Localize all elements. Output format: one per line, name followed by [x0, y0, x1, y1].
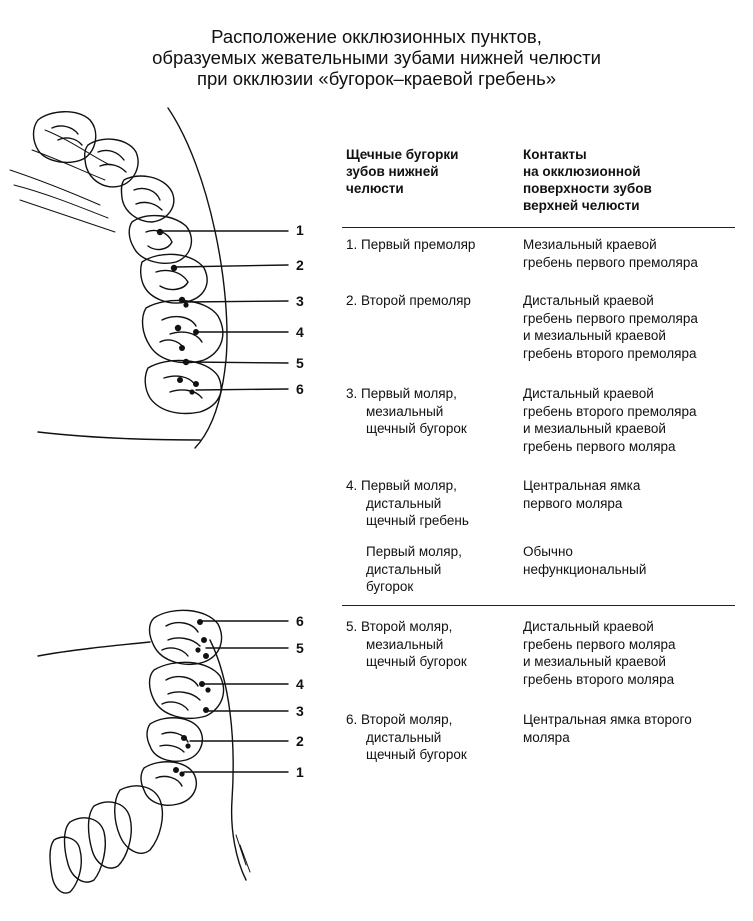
cell-line: гребень первого моляра [523, 636, 676, 652]
section-rule [342, 605, 735, 606]
header-col1-line: челюсти [346, 181, 404, 196]
header-col2-line: Контакты [523, 147, 587, 162]
cell-line: дистальный [366, 561, 442, 577]
cell-line: гребень первого премоляра [523, 254, 698, 270]
cell-line: первого моляра [523, 495, 623, 511]
cell-line: Первый моляр, [366, 544, 462, 559]
cell-line: гребень первого премоляра [523, 310, 698, 326]
cell-line: Центральная ямка второго [523, 712, 692, 727]
cell-line: моляра [523, 729, 570, 745]
header-col2-line: поверхности зубов [523, 181, 652, 196]
row-tooth: 5. Второй моляр, мезиальный щечный бугор… [346, 618, 518, 671]
cell-line: Дистальный краевой [523, 619, 654, 634]
row-contact: Дистальный краевой гребень второго премо… [523, 385, 738, 455]
lower-jaw-outline [209, 639, 247, 881]
row-contact: Дистальный краевой гребень первого моляр… [523, 618, 738, 688]
cell-line: гребень второго премоляра [523, 403, 697, 419]
cell-line: Мезиальный краевой [523, 237, 657, 252]
leader-line-2 [175, 264, 289, 268]
cell-line: гребень первого моляра [523, 438, 676, 454]
cell-line: 6. Второй моляр, [346, 712, 453, 727]
cell-line: дистальный [366, 495, 442, 511]
lower-dental-figure [37, 609, 289, 894]
title-line-2: образуемых жевательными зубами нижней че… [152, 47, 601, 68]
cell-line: Обычно [523, 544, 573, 559]
upper-label-3: 3 [296, 293, 304, 309]
upper-label-6: 6 [296, 381, 304, 397]
title-line-3: при окклюзии «бугорок–краевой гребень» [196, 68, 557, 89]
upper-label-1: 1 [296, 222, 304, 238]
cell-line: щечный гребень [366, 513, 469, 528]
header-rule [342, 227, 735, 228]
header-col1-line: Щечные бугорки [346, 147, 459, 162]
upper-label-4: 4 [296, 324, 304, 340]
header-col2-line: на окклюзионной [523, 164, 641, 179]
lower-label-1: 1 [296, 764, 304, 780]
header-col-contacts: Контакты на окклюзионной поверхности зуб… [523, 146, 652, 214]
cell-line: гребень второго премоляра [523, 345, 697, 361]
row-contact: Центральная ямка первого моляра [523, 477, 738, 512]
cell-line: Дистальный краевой [523, 386, 654, 401]
cell-line: Центральная ямка [523, 478, 641, 493]
row-tooth: Первый моляр, дистальный бугорок [346, 543, 518, 596]
lower-label-3: 3 [296, 703, 304, 719]
row-contact: Центральная ямка второго моляра [523, 711, 738, 746]
header-col-teeth: Щечные бугорки зубов нижней челюсти [346, 146, 458, 197]
cell-line: 2. Второй премоляр [346, 293, 471, 308]
cell-line: мезиальный [366, 636, 444, 652]
header-col1-line: зубов нижней [346, 164, 439, 179]
title-line-1: Расположение окклюзионных пунктов, [211, 26, 542, 47]
upper-label-2: 2 [296, 257, 304, 273]
leader-line-6 [195, 388, 289, 391]
cell-line: щечный бугорок [366, 747, 467, 762]
row-tooth: 6. Второй моляр, дистальный щечный бугор… [346, 711, 518, 764]
cell-line: 5. Второй моляр, [346, 619, 453, 634]
cell-line: мезиальный [366, 403, 444, 419]
cell-line: и мезиальный краевой [523, 328, 666, 343]
leader-line-3 [185, 300, 289, 303]
cell-line: Дистальный краевой [523, 293, 654, 308]
row-contact: Мезиальный краевой гребень первого премо… [523, 236, 738, 271]
lower-label-6: 6 [296, 613, 304, 629]
lower-gum-line [37, 641, 151, 657]
cell-line: бугорок [366, 579, 414, 594]
jaw-base-line [37, 431, 201, 441]
row-tooth: 2. Второй премоляр [346, 292, 518, 310]
leader-line-5 [187, 361, 289, 364]
upper-dental-figure [9, 107, 289, 449]
lower-label-5: 5 [296, 640, 304, 656]
header-col2-line: верхней челюсти [523, 198, 640, 213]
row-tooth: 4. Первый моляр, дистальный щечный гребе… [346, 477, 518, 530]
row-contact: Обычно нефункциональный [523, 543, 738, 578]
cell-line: 1. Первый премоляр [346, 237, 476, 252]
jaw-outline [167, 107, 228, 449]
cell-line: гребень второго моляра [523, 671, 675, 687]
row-tooth: 3. Первый моляр, мезиальный щечный бугор… [346, 385, 518, 438]
row-tooth: 1. Первый премоляр [346, 236, 518, 254]
lower-label-4: 4 [296, 676, 304, 692]
upper-label-5: 5 [296, 355, 304, 371]
cell-line: щечный бугорок [366, 654, 467, 669]
cell-line: щечный бугорок [366, 421, 467, 436]
row-contact: Дистальный краевой гребень первого премо… [523, 292, 738, 362]
cell-line: 4. Первый моляр, [346, 478, 457, 493]
cell-line: дистальный [366, 729, 442, 745]
page-title: Расположение окклюзионных пунктов, образ… [0, 26, 753, 89]
cell-line: 3. Первый моляр, [346, 386, 457, 401]
cell-line: и мезиальный краевой [523, 654, 666, 669]
cell-line: нефункциональный [523, 561, 647, 577]
cell-line: и мезиальный краевой [523, 421, 666, 436]
lower-label-2: 2 [296, 733, 304, 749]
